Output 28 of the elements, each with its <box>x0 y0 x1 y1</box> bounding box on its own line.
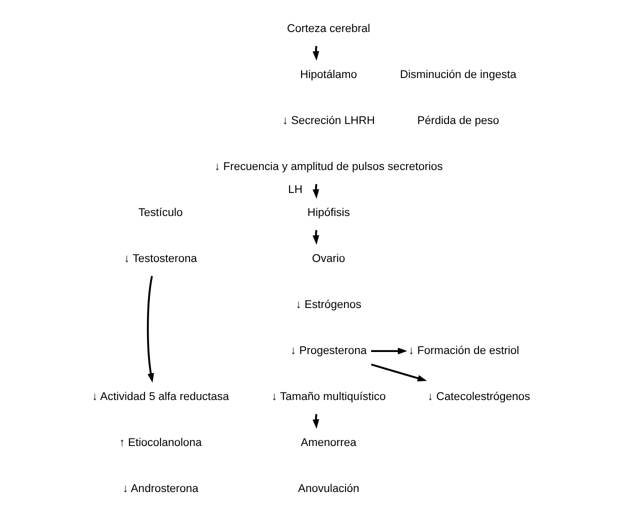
node-text: Amenorrea <box>300 436 356 449</box>
arrow <box>370 364 426 382</box>
node-text: ↓ Catecolestrógenos <box>427 390 530 403</box>
arrow <box>312 46 319 61</box>
label: Pérdida de peso <box>416 114 499 127</box>
node-text: Corteza cerebral <box>286 22 370 35</box>
node-text: ↓ Progesterona <box>290 344 366 357</box>
arrow <box>312 414 319 429</box>
label: ↓ Estrógenos <box>295 298 361 311</box>
arrow <box>312 230 319 245</box>
node-text: Hipotálamo <box>300 68 357 81</box>
arrow <box>146 276 154 383</box>
node-text: Hipófisis <box>306 206 350 219</box>
node-text: Ovario <box>312 252 345 265</box>
node-text: ↓ Frecuencia y amplitud de pulsos secretorios <box>214 160 442 173</box>
label: ↑ Etiocolanolona <box>118 436 202 449</box>
node-text: ↓ Testosterona <box>124 252 197 265</box>
label: ↓ Secreción LHRH <box>282 114 374 127</box>
label: ↓ Androsterona <box>122 482 198 495</box>
label: Disminución de ingesta <box>400 68 516 81</box>
label: Testículo <box>138 206 182 219</box>
node-text: ↓ Tamaño multiquístico <box>270 390 386 403</box>
arrow <box>312 184 319 199</box>
arrow <box>370 348 407 354</box>
node-text: ↓ Formación de estriol <box>408 344 519 357</box>
label: Anovulación <box>297 482 359 495</box>
node-text: ↓ Actividad 5 alfa reductasa <box>92 390 229 403</box>
node-label: LH <box>288 184 302 196</box>
